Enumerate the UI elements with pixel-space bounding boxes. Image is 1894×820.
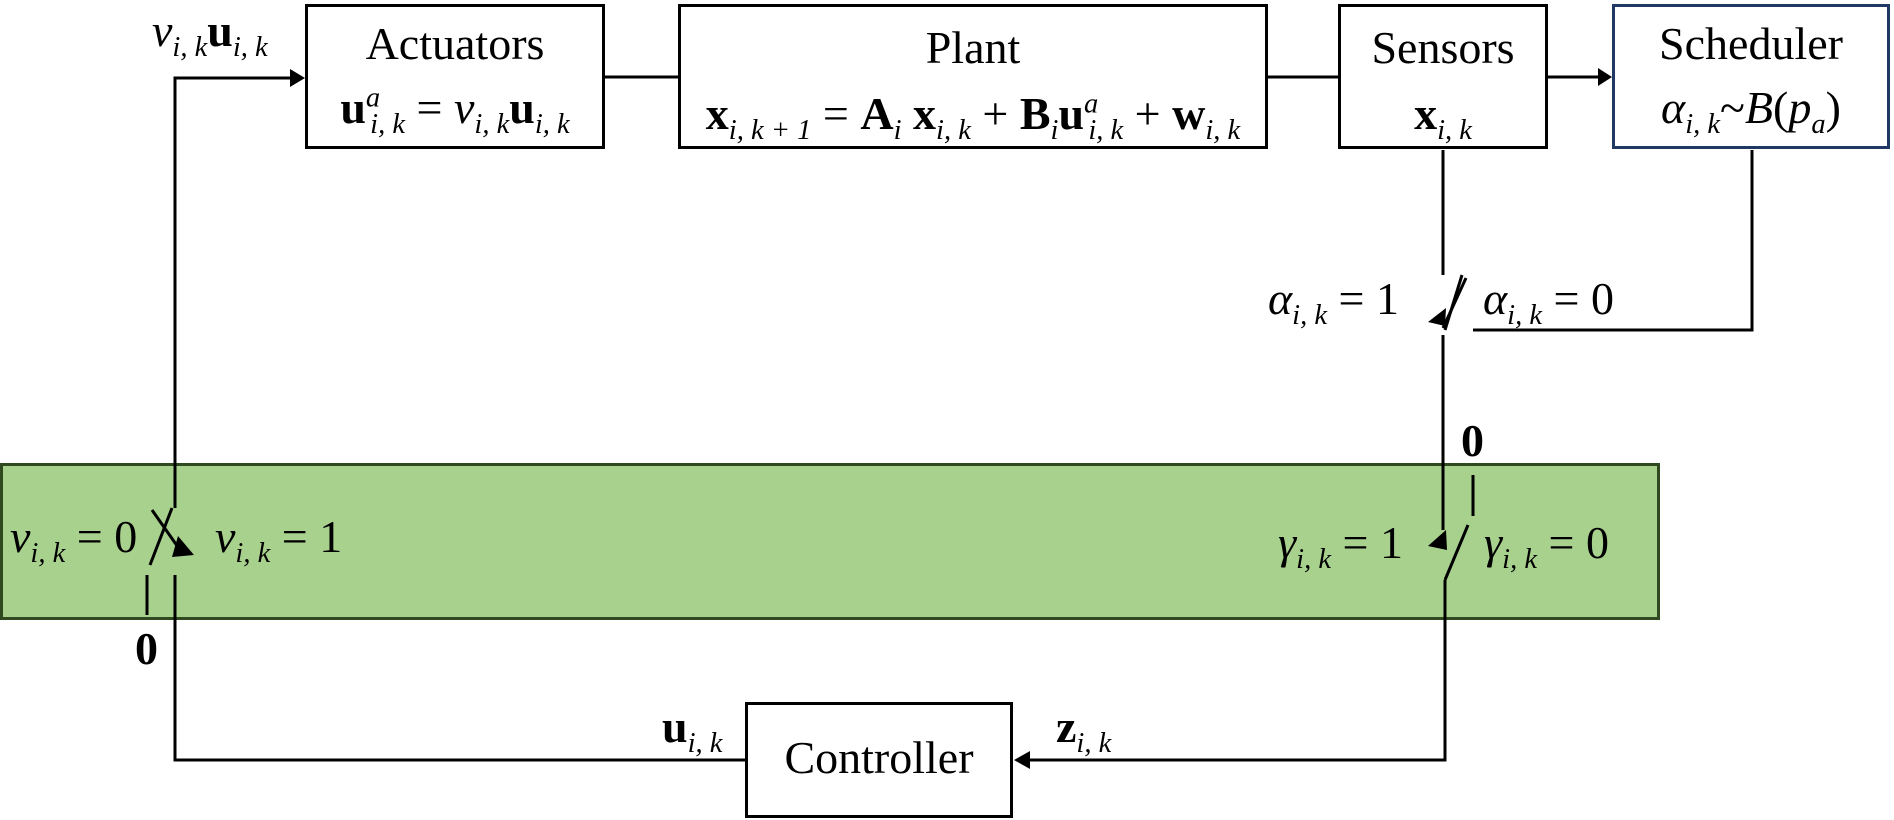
sensors-title: Sensors [1371, 22, 1515, 73]
label-alpha-zero: αi, k = 0 [1483, 273, 1614, 332]
plant-block[interactable]: Plant xi, k + 1 = Ai xi, k + Biuai, k + … [678, 4, 1268, 149]
wire-scheduler-switch [1473, 150, 1754, 332]
label-gamma-one: γi, k = 1 [1278, 517, 1403, 576]
label-v-one: vi, k = 1 [215, 511, 343, 570]
plant-title: Plant [925, 22, 1021, 73]
label-controller-input: zi, k [1056, 701, 1112, 760]
label-alpha-one: αi, k = 1 [1268, 273, 1399, 332]
wire-controller-left [173, 575, 745, 762]
v-switch-blade [148, 507, 174, 566]
label-open-zero-bottom: 0 [135, 623, 158, 674]
v-switch-arrowhead [172, 536, 194, 557]
network-band [0, 463, 1660, 620]
scheduler-distribution: αi, k~B(pa) [1661, 82, 1841, 141]
wire-gamma-controller [1020, 580, 1447, 762]
label-v-zero: vi, k = 0 [10, 511, 138, 570]
alpha-switch-arm [1441, 277, 1468, 329]
actuators-equation: uai, k = vi, kui, k [340, 82, 570, 141]
controller-title: Controller [784, 732, 974, 783]
scheduler-title: Scheduler [1659, 18, 1843, 69]
controller-block[interactable]: Controller [745, 702, 1013, 818]
sensors-block[interactable]: Sensors xi, k [1338, 4, 1548, 149]
actuators-block[interactable]: Actuators uai, k = vi, kui, k [305, 4, 605, 149]
alpha-switch-arrowhead [1428, 308, 1446, 326]
v-switch-arm [150, 509, 182, 551]
wire-to-actuators [173, 76, 290, 508]
plant-equation: xi, k + 1 = Ai xi, k + Biuai, k + wi, k [705, 88, 1241, 147]
arrow-to-actuators [290, 69, 305, 87]
scheduler-block[interactable]: Scheduler αi, k~B(pa) [1612, 4, 1890, 149]
sensors-state: xi, k [1414, 88, 1472, 147]
arrow-to-controller [1014, 751, 1030, 769]
label-gamma-zero: γi, k = 0 [1484, 517, 1609, 576]
gamma-switch-arrowhead [1428, 530, 1447, 550]
gamma-switch-blade [1443, 524, 1470, 581]
label-controller-output: ui, k [662, 701, 723, 760]
label-v-u: vi, kui, k [152, 5, 268, 64]
arrow-to-scheduler [1598, 68, 1612, 86]
actuators-title: Actuators [365, 18, 545, 69]
label-open-zero-top: 0 [1461, 415, 1484, 466]
